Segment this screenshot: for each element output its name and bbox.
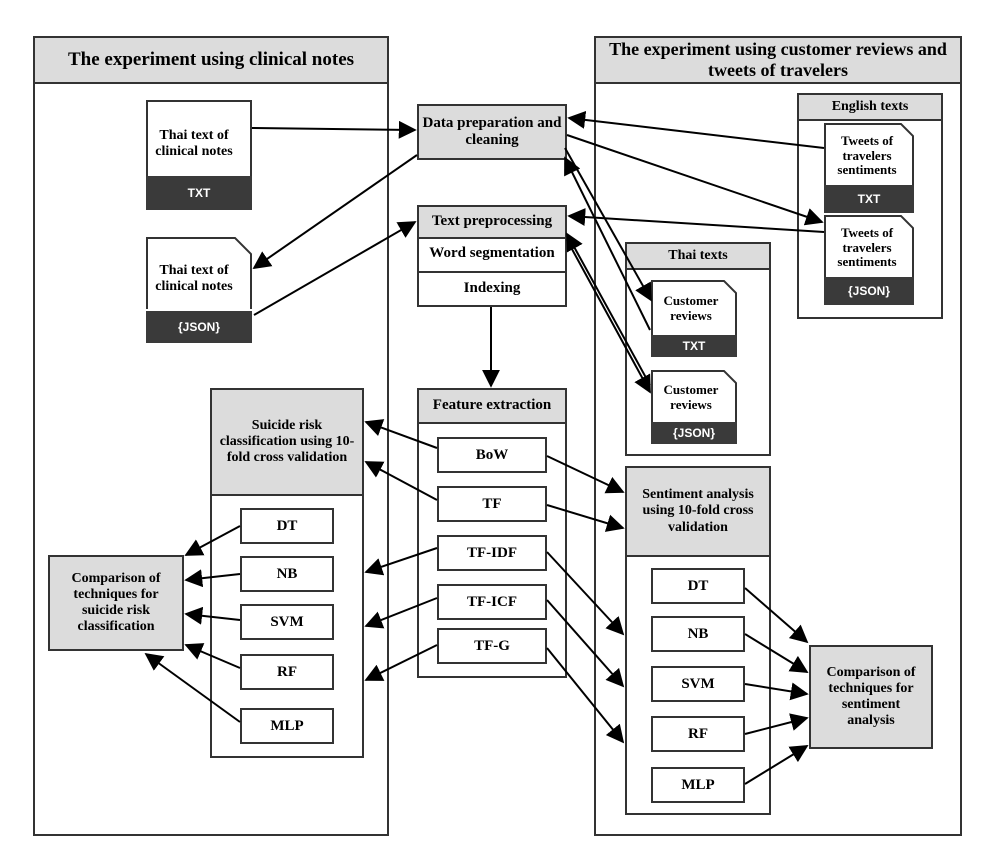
sentiment-comparison-box: Comparison of techniques for sentiment a… — [809, 645, 933, 749]
arrow — [567, 208, 825, 233]
arrow — [184, 569, 241, 588]
arrow — [546, 599, 625, 688]
arrow — [546, 551, 625, 636]
arrow — [744, 745, 809, 785]
arrow — [744, 587, 809, 644]
arrow — [546, 647, 625, 744]
doc-tweets-txt: Tweets of travelers sentiments TXT — [824, 123, 914, 213]
suicide-classification-header: Suicide risk classification using 10-fol… — [210, 388, 364, 496]
doc-customer-reviews-txt: Customer reviews TXT — [651, 280, 737, 357]
arrow — [144, 652, 241, 723]
feature-tf-idf: TF-IDF — [437, 535, 547, 571]
sentiment-analysis-header: Sentiment analysis using 10-fold cross v… — [625, 466, 771, 557]
left-panel-title: The experiment using clinical notes — [33, 36, 389, 84]
doc-format-badge: TXT — [651, 335, 737, 357]
data-preparation-box: Data preparation and cleaning — [417, 104, 567, 160]
arrow — [566, 134, 824, 226]
arrow — [567, 110, 825, 149]
arrow — [364, 644, 438, 681]
arrow — [564, 147, 652, 302]
doc-label: Tweets of travelers sentiments — [837, 224, 897, 270]
sentiment-model-svm: SVM — [651, 666, 745, 702]
english-texts-header: English texts — [797, 93, 943, 121]
arrow — [744, 633, 809, 673]
suicide-model-nb: NB — [240, 556, 334, 592]
doc-customer-reviews-json: Customer reviews {JSON} — [651, 370, 737, 444]
thai-texts-header: Thai texts — [625, 242, 771, 270]
arrow — [251, 120, 417, 139]
word-segmentation-label: Word segmentation — [417, 237, 567, 273]
arrow — [744, 713, 809, 735]
suicide-model-dt: DT — [240, 508, 334, 544]
arrow — [566, 232, 651, 386]
arrow — [364, 419, 438, 449]
suicide-model-rf: RF — [240, 654, 334, 690]
doc-format-badge: TXT — [824, 185, 914, 213]
arrow — [546, 504, 625, 532]
indexing-label: Indexing — [463, 280, 521, 297]
sentiment-model-nb: NB — [651, 616, 745, 652]
feature-tf-g: TF-G — [437, 628, 547, 664]
right-panel-title: The experiment using customer reviews an… — [594, 36, 962, 84]
doc-label: Thai text of clinical notes — [155, 262, 233, 294]
arrow — [566, 239, 651, 394]
doc-clinical-notes-txt: Thai text of clinical notes TXT — [146, 100, 252, 210]
arrow — [252, 154, 418, 270]
arrow — [744, 682, 809, 701]
feature-tf: TF — [437, 486, 547, 522]
arrow — [364, 547, 438, 576]
suicide-comparison-box: Comparison of techniques for suicide ris… — [48, 555, 184, 651]
doc-label: Customer reviews — [663, 382, 719, 412]
sentiment-model-mlp: MLP — [651, 767, 745, 803]
doc-format-badge: {JSON} — [824, 277, 914, 305]
doc-format-badge: {JSON} — [146, 311, 252, 343]
sentiment-model-rf: RF — [651, 716, 745, 752]
arrow — [564, 156, 651, 331]
doc-clinical-notes-json: Thai text of clinical notes {JSON} — [146, 237, 252, 343]
arrow — [546, 455, 625, 494]
doc-label: Tweets of travelers sentiments — [837, 132, 897, 178]
feature-tf-icf: TF-ICF — [437, 584, 547, 620]
doc-label: Thai text of clinical notes — [155, 127, 233, 159]
arrow — [364, 461, 438, 501]
sentiment-model-dt: DT — [651, 568, 745, 604]
feature-bow: BoW — [437, 437, 547, 473]
doc-format-badge: {JSON} — [651, 422, 737, 444]
doc-format-badge: TXT — [146, 176, 252, 210]
doc-label: Customer reviews — [663, 293, 719, 323]
doc-tweets-json: Tweets of travelers sentiments {JSON} — [824, 215, 914, 305]
arrow — [184, 643, 241, 669]
suicide-model-mlp: MLP — [240, 708, 334, 744]
feature-extraction-header: Feature extraction — [417, 388, 567, 424]
arrow — [253, 221, 417, 316]
arrow — [184, 606, 241, 625]
text-preprocessing-header: Text preprocessing — [417, 205, 567, 239]
suicide-model-svm: SVM — [240, 604, 334, 640]
arrow — [184, 525, 241, 556]
arrow — [364, 597, 438, 629]
